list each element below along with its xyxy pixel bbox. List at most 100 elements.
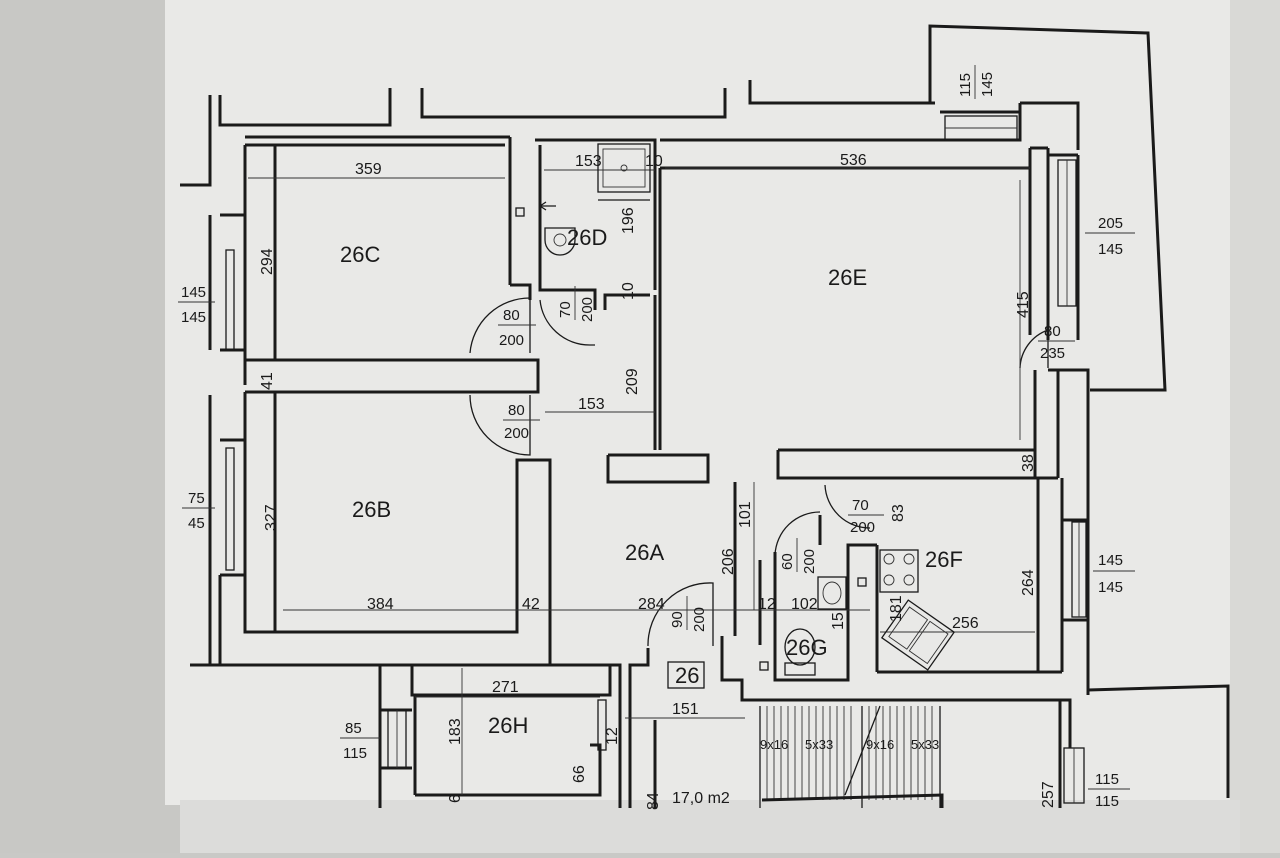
stair-number-box (667, 661, 705, 689)
dim-101: 101 (737, 501, 754, 528)
room-label-26A: 26A (625, 540, 664, 565)
svg-text:115: 115 (957, 73, 974, 97)
dim-42: 42 (522, 596, 540, 613)
window-115-145: 115 145 (957, 65, 996, 99)
door-60-200: 60 200 (779, 538, 818, 574)
dim-181: 181 (888, 595, 905, 622)
svg-text:115: 115 (1095, 793, 1119, 810)
dim-151: 151 (672, 701, 699, 718)
dim-196: 196 (620, 207, 637, 234)
opening-labels: 115 145 205 145 80 235 145 145 80 200 70… (178, 65, 1135, 810)
door-80-200-mid: 80 200 (503, 402, 540, 442)
window-205-145: 205 145 (1085, 215, 1135, 258)
stair-label-2: 5x33 (805, 737, 833, 752)
room-labels: 26C 26D 26E 26B 26A 26F 26G 26H 26 (340, 225, 963, 738)
dim-83: 83 (890, 504, 907, 522)
dim-10-top: 10 (645, 153, 663, 170)
dim-264: 264 (1020, 569, 1037, 596)
dim-327: 327 (263, 504, 280, 531)
stair-treads (759, 705, 944, 808)
svg-text:85: 85 (345, 720, 362, 737)
door-70-200-d: 70 200 (557, 286, 596, 322)
stair-area: 17,0 m2 (672, 790, 730, 807)
window-145-145-right: 145 145 (1093, 552, 1135, 596)
svg-text:200: 200 (850, 519, 875, 536)
dim-15: 15 (830, 612, 847, 630)
dim-10-mid: 10 (620, 282, 637, 300)
svg-text:145: 145 (1098, 552, 1123, 569)
dim-153-top: 153 (575, 153, 602, 170)
vent-icon (515, 207, 525, 217)
svg-text:45: 45 (188, 515, 205, 532)
dim-415: 415 (1015, 291, 1032, 318)
toilet-icon (784, 628, 816, 666)
svg-text:145: 145 (181, 284, 206, 301)
window-75-45: 75 45 (182, 490, 215, 532)
svg-text:200: 200 (801, 549, 818, 574)
room-label-26E: 26E (828, 265, 867, 290)
svg-text:200: 200 (579, 297, 596, 322)
window-115-115: 115 115 (1088, 771, 1130, 810)
stair-number: 26 (675, 663, 699, 688)
paper (165, 0, 1250, 805)
dim-206: 206 (720, 548, 737, 575)
svg-text:200: 200 (499, 332, 524, 349)
svg-text:145: 145 (1098, 241, 1123, 258)
stair-label-3: 9x16 (866, 737, 894, 752)
svg-text:145: 145 (1098, 579, 1123, 596)
svg-text:200: 200 (504, 425, 529, 442)
door-90-200: 90 200 (669, 596, 708, 632)
dim-41: 41 (259, 372, 276, 390)
vent-icon-g (759, 661, 769, 671)
window-145-145-left: 145 145 (178, 284, 215, 326)
dim-294: 294 (259, 248, 276, 275)
dim-102: 102 (791, 596, 818, 613)
dim-38: 38 (1020, 454, 1037, 472)
svg-text:115: 115 (1095, 771, 1119, 788)
dim-84: 84 (645, 792, 662, 810)
dim-209: 209 (624, 368, 641, 395)
windows (225, 115, 1087, 804)
dim-12-h: 12 (604, 727, 621, 745)
room-label-26D: 26D (567, 225, 607, 250)
walls (180, 24, 1230, 808)
window-85-115: 85 115 (340, 720, 380, 762)
arrow-icon (539, 201, 556, 211)
dim-66: 66 (571, 765, 588, 783)
svg-text:200: 200 (691, 607, 708, 632)
dim-6: 6 (447, 794, 464, 803)
door-80-200-top: 80 200 (498, 307, 536, 349)
dim-153-mid: 153 (578, 396, 605, 413)
stair-labels: 9x16 5x33 9x16 5x33 (760, 737, 939, 752)
dim-271: 271 (492, 679, 519, 696)
room-label-26C: 26C (340, 242, 380, 267)
fixtures (515, 143, 956, 808)
shower-tray-icon (597, 143, 651, 193)
dim-12-hall: 12 (758, 596, 776, 613)
svg-text:80: 80 (503, 307, 520, 324)
stove-icon (879, 549, 919, 593)
dim-284: 284 (638, 596, 665, 613)
svg-text:90: 90 (669, 611, 686, 628)
svg-text:145: 145 (181, 309, 206, 326)
svg-text:75: 75 (188, 490, 205, 507)
room-label-26B: 26B (352, 497, 391, 522)
door-70-200-f: 70 200 (848, 497, 884, 536)
door-swings (469, 297, 1049, 647)
kitchen-sink-icon (880, 599, 956, 671)
svg-text:235: 235 (1040, 345, 1065, 362)
dim-359: 359 (355, 161, 382, 178)
svg-text:80: 80 (508, 402, 525, 419)
dim-256: 256 (952, 615, 979, 632)
dim-257: 257 (1040, 781, 1057, 808)
dim-384: 384 (367, 596, 394, 613)
room-label-26H: 26H (488, 713, 528, 738)
washbasin-icon-g (817, 576, 847, 610)
dimension-labels: 359 294 41 327 384 42 153 10 196 10 209 … (259, 152, 1057, 810)
dimension-lines (248, 167, 1035, 795)
door-80-235: 80 235 (1038, 323, 1075, 362)
stair-label-1: 9x16 (760, 737, 788, 752)
svg-text:70: 70 (557, 301, 574, 318)
svg-text:145: 145 (979, 72, 996, 97)
